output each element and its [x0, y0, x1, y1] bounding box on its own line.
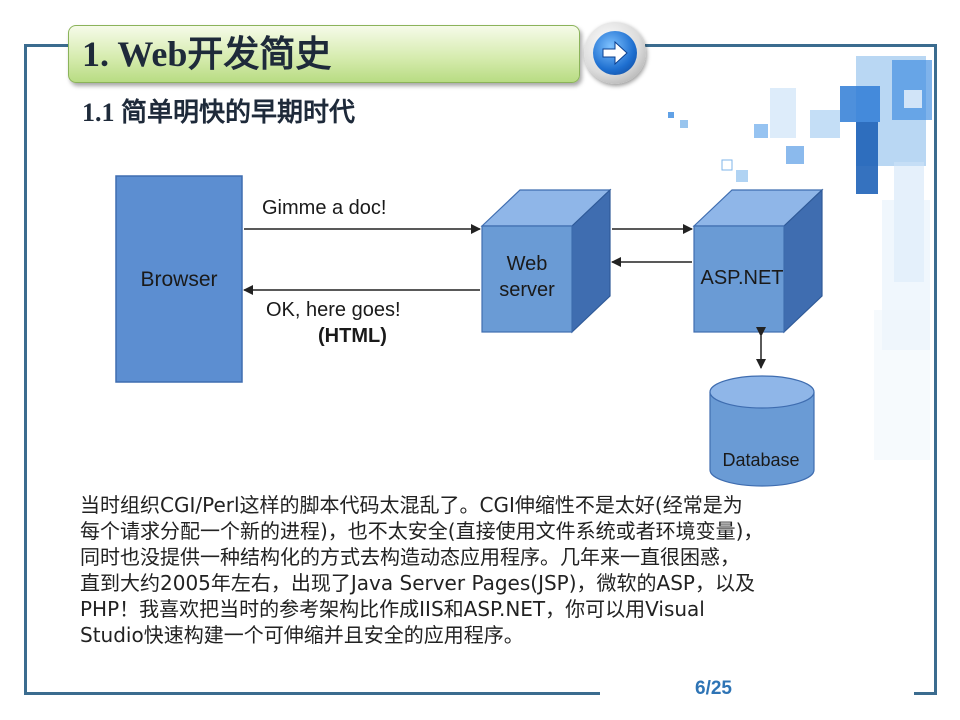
body-line: Studio快速构建一个可伸缩并且安全的应用程序。: [80, 623, 524, 647]
aspnet-node: [692, 188, 824, 334]
body-line: 直到大约2005年左右，出现了Java Server Pages(JSP)，微软…: [80, 571, 755, 595]
next-slide-button[interactable]: [584, 22, 646, 84]
arrow-right-icon: [602, 40, 628, 66]
aspnet-label: ASP.NET: [701, 267, 784, 289]
frame-bottom-left: [24, 692, 600, 695]
request-label: Gimme a doc!: [262, 197, 386, 219]
response-label: OK, here goes!: [266, 299, 401, 321]
body-line: 当时组织CGI/Perl这样的脚本代码太混乱了。CGI伸缩性不是太好(经常是为: [80, 493, 743, 517]
body-line: 同时也没提供一种结构化的方式去构造动态应用程序。几年来一直很困惑，: [80, 545, 740, 569]
database-label: Database: [722, 450, 799, 470]
database-node: [709, 375, 815, 487]
browser-label: Browser: [140, 268, 217, 291]
section-subtitle: 1.1 简单明快的早期时代: [82, 98, 356, 127]
body-paragraph: 当时组织CGI/Perl这样的脚本代码太混乱了。CGI伸缩性不是太好(经常是为 …: [80, 492, 910, 648]
architecture-diagram: Browser Web server ASP.NET Database Gimm…: [115, 175, 824, 487]
web-server-label-line1: Web: [507, 253, 548, 275]
frame-top-right: [645, 44, 937, 47]
web-server-node: [480, 188, 612, 334]
web-server-label-line2: server: [499, 279, 555, 301]
decorative-squares: [668, 56, 932, 460]
frame-bottom-right: [914, 692, 937, 695]
frame-right: [934, 44, 937, 695]
body-line: PHP！我喜欢把当时的参考架构比作成IIS和ASP.NET，你可以用Visual: [80, 597, 705, 621]
page-indicator: 6/25: [695, 678, 732, 699]
frame-top-left: [24, 44, 70, 47]
slide-title: 1. Web开发简史: [82, 34, 332, 74]
body-line: 每个请求分配一个新的进程)，也不太安全(直接使用文件系统或者环境变量)，: [80, 519, 764, 543]
title-banner: [68, 25, 580, 83]
browser-node: [115, 175, 243, 383]
response-sublabel: (HTML): [318, 325, 387, 347]
frame-left: [24, 44, 27, 695]
